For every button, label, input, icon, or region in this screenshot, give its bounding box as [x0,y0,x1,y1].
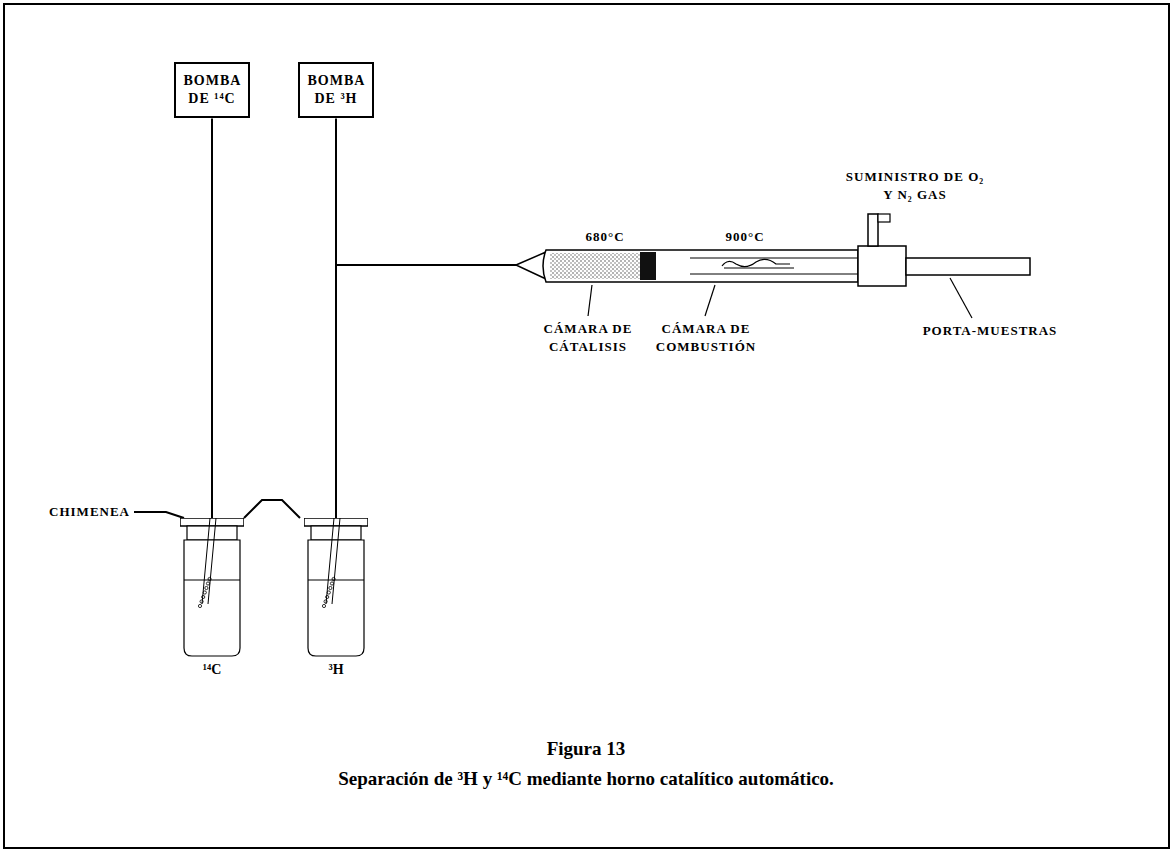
pipe-line [335,118,337,518]
part-label: PORTA-MUESTRAS [895,322,1085,340]
leader-line [950,278,972,318]
leader-line [588,285,592,316]
figure-number: Figura 13 [436,738,736,760]
gas-line [336,264,516,266]
vial-label: ³H [304,662,368,678]
vial: ³H [304,518,368,678]
frame [4,4,1169,848]
sample-holder [906,258,1030,275]
vial-drawing [304,518,368,658]
chimney-leader [134,512,184,518]
chimney-label: CHIMENEA [49,503,130,521]
catalyst-plug [640,252,656,280]
temperature-label: 900°C [705,228,785,246]
leader-line [705,285,715,316]
vial: ¹⁴C [180,518,244,678]
gas-supply-label: SUMINISTRO DE O₂ Y N₂ GAS [840,168,990,203]
gas-inlet [868,214,878,246]
pump-label: BOMBA DE ¹⁴C [183,72,240,108]
vial-label: ¹⁴C [180,662,244,678]
catalyst-packing [550,253,642,279]
chamber-label: CÁMARA DE CÁTALISIS [526,320,650,355]
furnace-tube [543,250,858,282]
collar [858,246,906,286]
sample-boat [722,259,790,266]
pipe-line [211,118,213,518]
pump-box: BOMBA DE ¹⁴C [174,62,249,118]
temperature-label: 680°C [565,228,645,246]
chamber-label: CÁMARA DE COMBUSTIÓN [644,320,768,355]
vial-drawing [180,518,244,658]
pump-box: BOMBA DE ³H [298,62,373,118]
catalysis-tip [516,252,546,279]
figure-caption: Separación de ³H y ¹⁴C mediante horno ca… [86,768,1086,790]
pump-label: BOMBA DE ³H [307,72,364,108]
chimney [244,500,300,518]
